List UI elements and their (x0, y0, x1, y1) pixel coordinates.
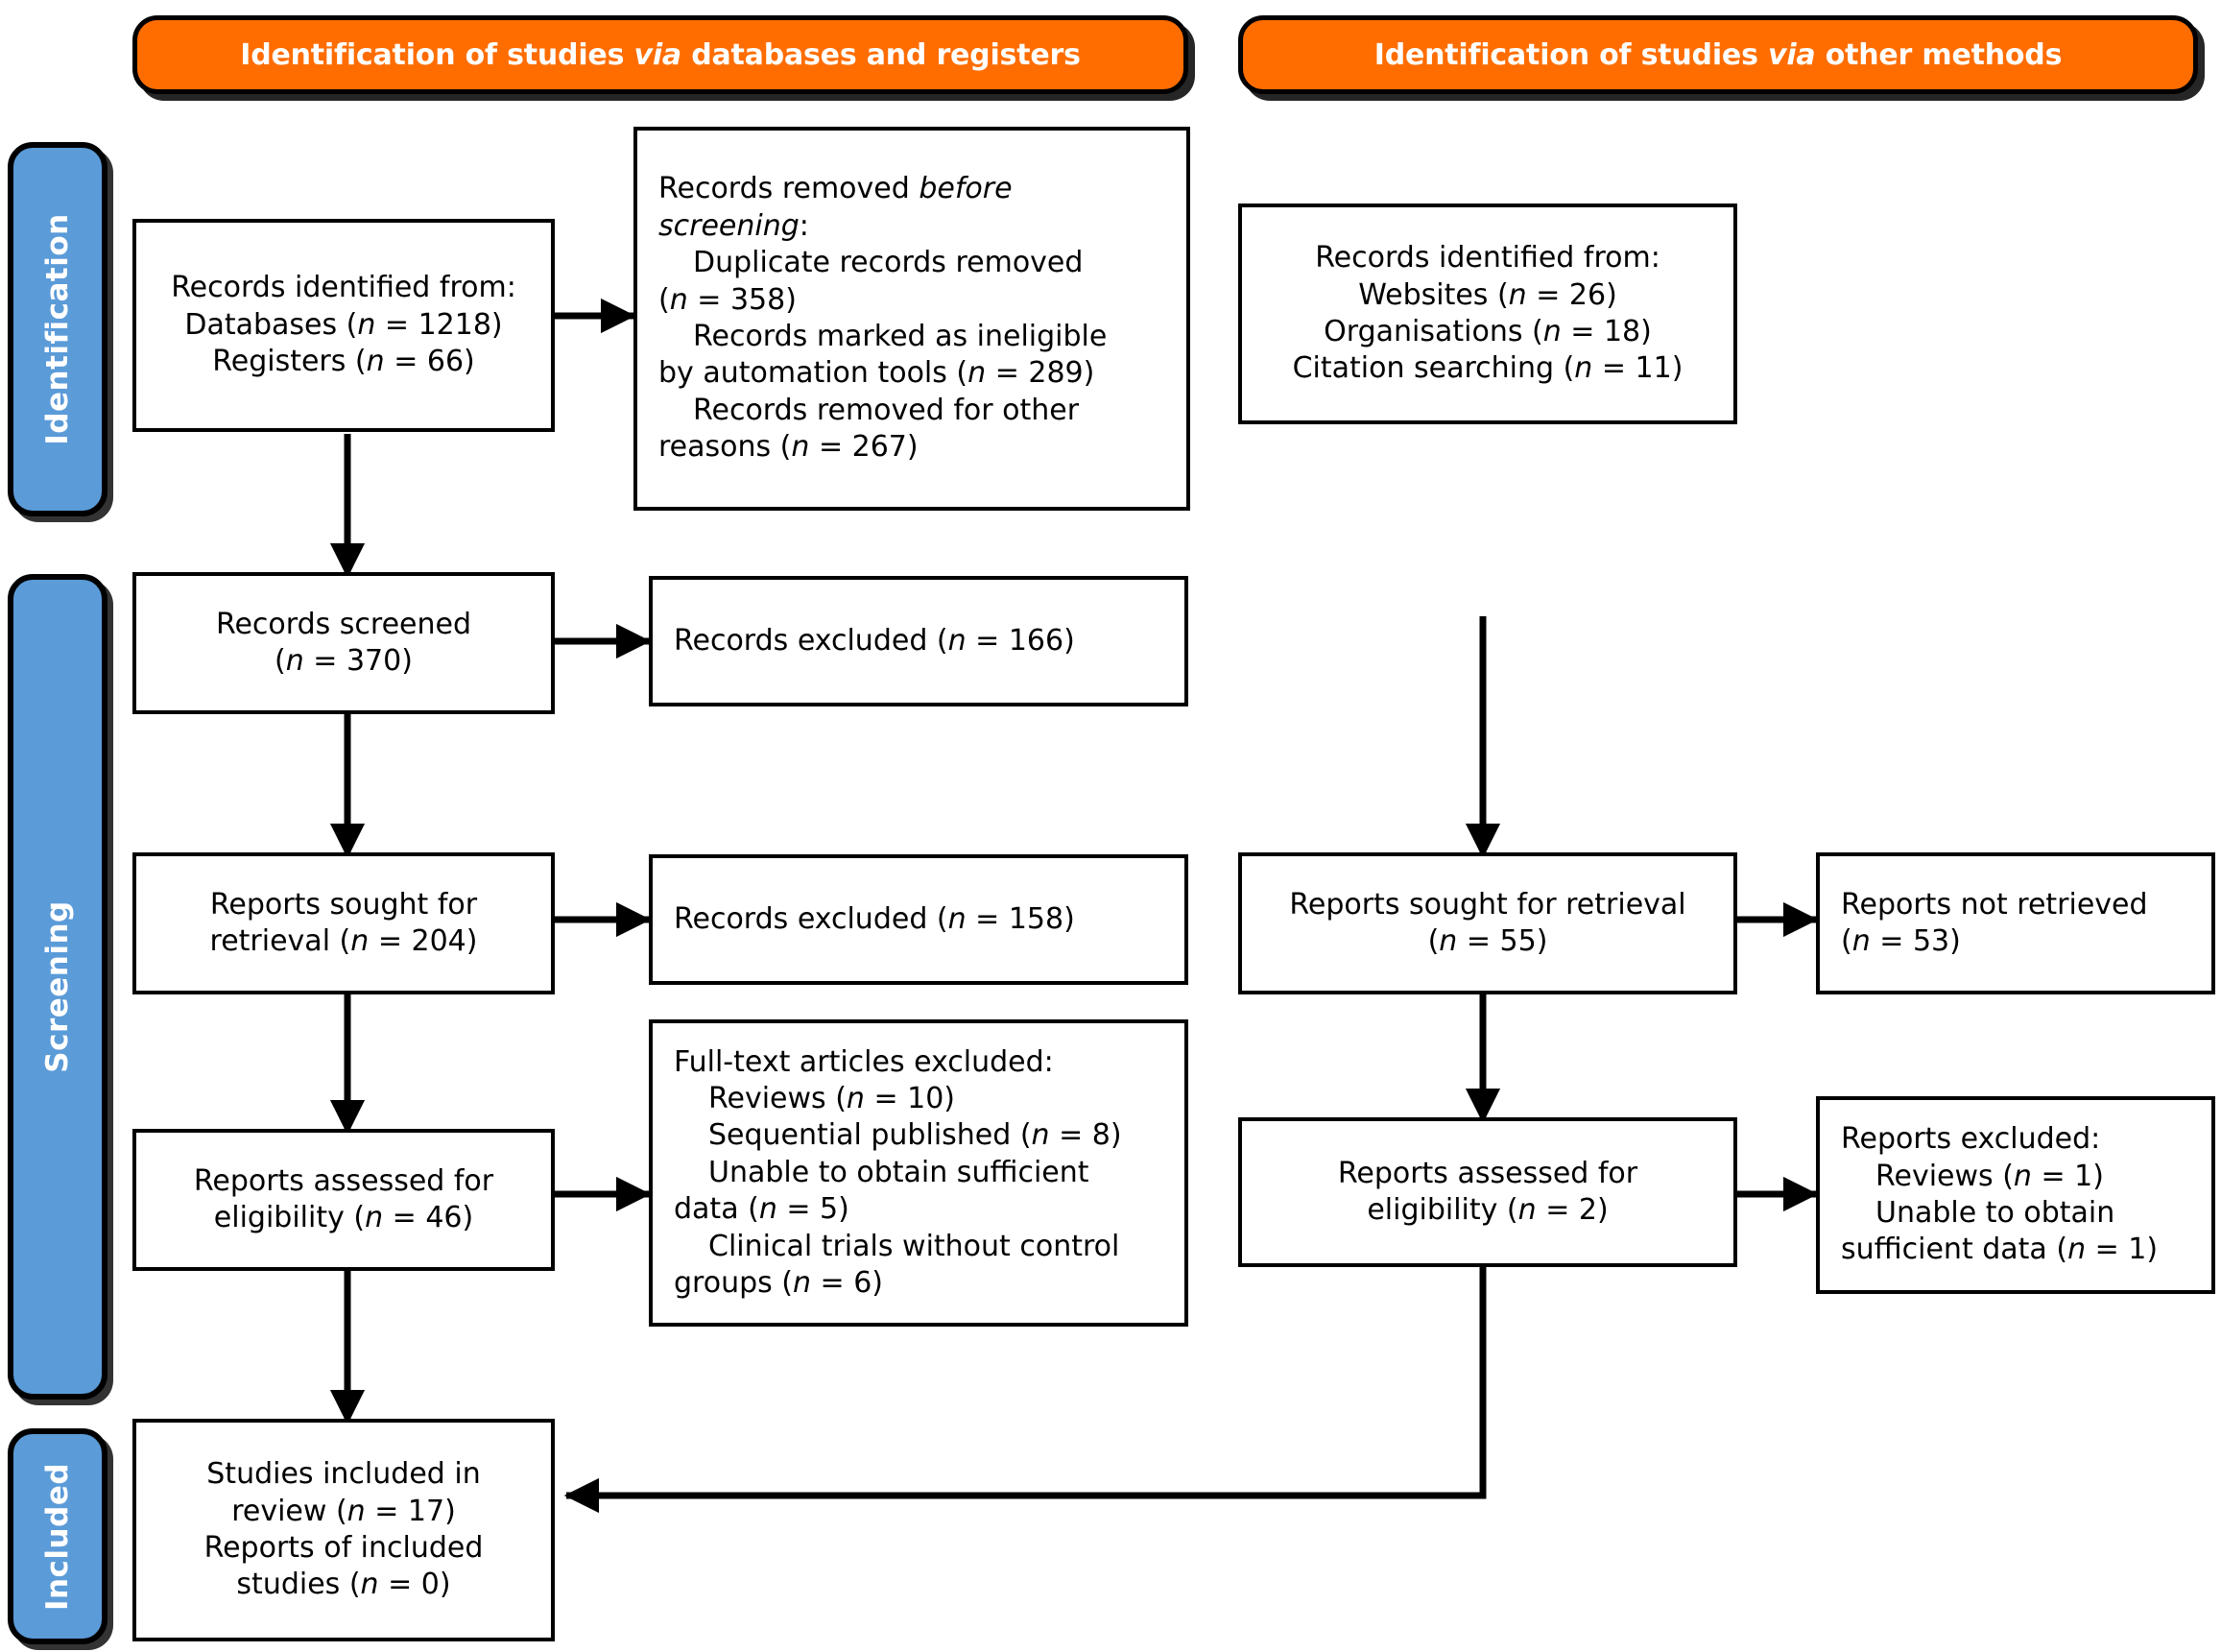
node-text-line: Studies included in (206, 1457, 481, 1492)
node-fulltext-articles-excluded: Full-text articles excluded:Reviews (n =… (649, 1019, 1188, 1327)
node-text-line: Records screened (215, 607, 472, 641)
stage-bar-screening: Screening (8, 574, 107, 1400)
node-text-line: Duplicate records removed (693, 246, 1084, 280)
node-text-line: Citation searching (n = 11) (1292, 351, 1684, 386)
node-text-line: Records excluded (n = 158) (674, 901, 1075, 936)
n-symbol: n (947, 623, 967, 658)
node-text-line: data (n = 5) (674, 1192, 849, 1227)
n-symbol: n (285, 644, 304, 678)
n-symbol: n (2067, 1233, 2087, 1267)
node-text-line: (n = 358) (658, 282, 797, 317)
node-text-line: Records removed for other (693, 393, 1080, 427)
node-text-line: eligibility (n = 2) (1367, 1193, 1609, 1227)
column-header-other: Identification of studies via other meth… (1238, 15, 2198, 94)
n-symbol: n (1508, 277, 1527, 312)
n-symbol: n (350, 924, 370, 958)
node-text-line: Reports sought for (209, 887, 478, 922)
n-symbol: n (758, 1192, 777, 1227)
node-text-line: Websites (n = 26) (1358, 277, 1617, 312)
node-text-line: Records removed before (658, 172, 1013, 206)
n-symbol: n (366, 345, 385, 379)
stage-bar-identification: Identification (8, 142, 107, 516)
node-text-line: Reports assessed for (193, 1163, 494, 1198)
node-text-line: screening: (658, 208, 809, 243)
node-text-line: Records marked as ineligible (693, 320, 1108, 353)
col-header-other-italic: via (1767, 37, 1816, 72)
node-text-line: Sequential published (n = 8) (708, 1118, 1122, 1153)
node-text-line: Reports excluded: (1841, 1122, 2101, 1157)
node-text-line: Reviews (n = 10) (708, 1082, 956, 1116)
col-header-db-prefix: Identification of studies (240, 37, 634, 72)
node-text-line: reasons (n = 267) (658, 430, 919, 465)
col-header-other-suffix: other methods (1815, 37, 2063, 72)
node-text-line: Reports of included (203, 1531, 484, 1565)
col-header-other-prefix: Identification of studies (1373, 37, 1768, 72)
node-text-line: Reviews (n = 1) (1875, 1159, 2104, 1193)
node-records-identified-other: Records identified from:Websites (n = 26… (1238, 204, 1737, 424)
node-text-line: review (n = 17) (231, 1494, 456, 1528)
n-symbol: n (1439, 924, 1458, 958)
n-symbol: n (2013, 1159, 2032, 1193)
node-text-line: Organisations (n = 18) (1324, 315, 1652, 348)
stage-label-screening: Screening (40, 900, 75, 1073)
node-text-line: Reports sought for retrieval (1289, 887, 1686, 922)
n-symbol: n (947, 901, 967, 936)
emphasis-text: screening (658, 208, 800, 243)
n-symbol: n (793, 1265, 812, 1300)
node-text-line: Reports not retrieved (1841, 887, 2148, 922)
node-text-line: Reports assessed for (1337, 1156, 1638, 1190)
col-header-db-italic: via (633, 37, 681, 72)
n-symbol: n (365, 1201, 384, 1234)
n-symbol: n (346, 1494, 366, 1528)
node-text-line: (n = 370) (275, 644, 413, 678)
node-text-line: (n = 55) (1427, 924, 1548, 958)
node-records-excluded-166: Records excluded (n = 166) (649, 576, 1188, 706)
stage-label-identification: Identification (40, 213, 75, 445)
node-reports-not-retrieved: Reports not retrieved(n = 53) (1816, 852, 2215, 994)
node-text-line: eligibility (n = 46) (213, 1201, 474, 1234)
node-text-line: Clinical trials without control (708, 1229, 1120, 1263)
node-records-excluded-158: Records excluded (n = 158) (649, 854, 1188, 985)
node-text-line: studies (n = 0) (236, 1568, 451, 1602)
node-text-line: Databases (n = 1218) (184, 307, 503, 342)
stage-label-included: Included (40, 1462, 75, 1611)
n-symbol: n (1851, 924, 1871, 958)
node-text-line: (n = 53) (1841, 924, 1961, 958)
node-records-screened: Records screened(n = 370) (132, 572, 555, 714)
col-header-db-suffix: databases and registers (681, 37, 1081, 72)
n-symbol: n (1031, 1118, 1050, 1153)
n-symbol: n (967, 356, 987, 391)
n-symbol: n (1542, 315, 1562, 348)
n-symbol: n (791, 430, 810, 465)
node-text-line: Unable to obtain sufficient (708, 1155, 1089, 1189)
node-text-line: sufficient data (n = 1) (1841, 1233, 2159, 1267)
n-symbol: n (846, 1082, 865, 1116)
node-text-line: Registers (n = 66) (212, 345, 475, 379)
node-text-line: Full-text articles excluded: (674, 1044, 1054, 1079)
node-text-line: Records excluded (n = 166) (674, 623, 1075, 658)
node-text-line: by automation tools (n = 289) (658, 356, 1095, 391)
n-symbol: n (360, 1568, 379, 1602)
n-symbol: n (357, 307, 376, 342)
node-text-line: Records identified from: (171, 271, 516, 305)
n-symbol: n (1574, 351, 1593, 386)
node-text-line: retrieval (n = 204) (209, 924, 478, 958)
node-text-line: Unable to obtain (1875, 1196, 2115, 1230)
n-symbol: n (669, 282, 688, 317)
node-reports-excluded-other: Reports excluded:Reviews (n = 1)Unable t… (1816, 1096, 2215, 1294)
column-header-databases: Identification of studies via databases … (132, 15, 1188, 94)
node-text-line: groups (n = 6) (674, 1265, 884, 1300)
stage-bar-included: Included (8, 1428, 107, 1644)
emphasis-text: before (919, 172, 1013, 206)
node-text-line: Records identified from: (1315, 241, 1660, 275)
node-records-identified-databases: Records identified from:Databases (n = 1… (132, 219, 555, 432)
n-symbol: n (1517, 1193, 1537, 1227)
node-reports-sought-retrieval-other: Reports sought for retrieval(n = 55) (1238, 852, 1737, 994)
